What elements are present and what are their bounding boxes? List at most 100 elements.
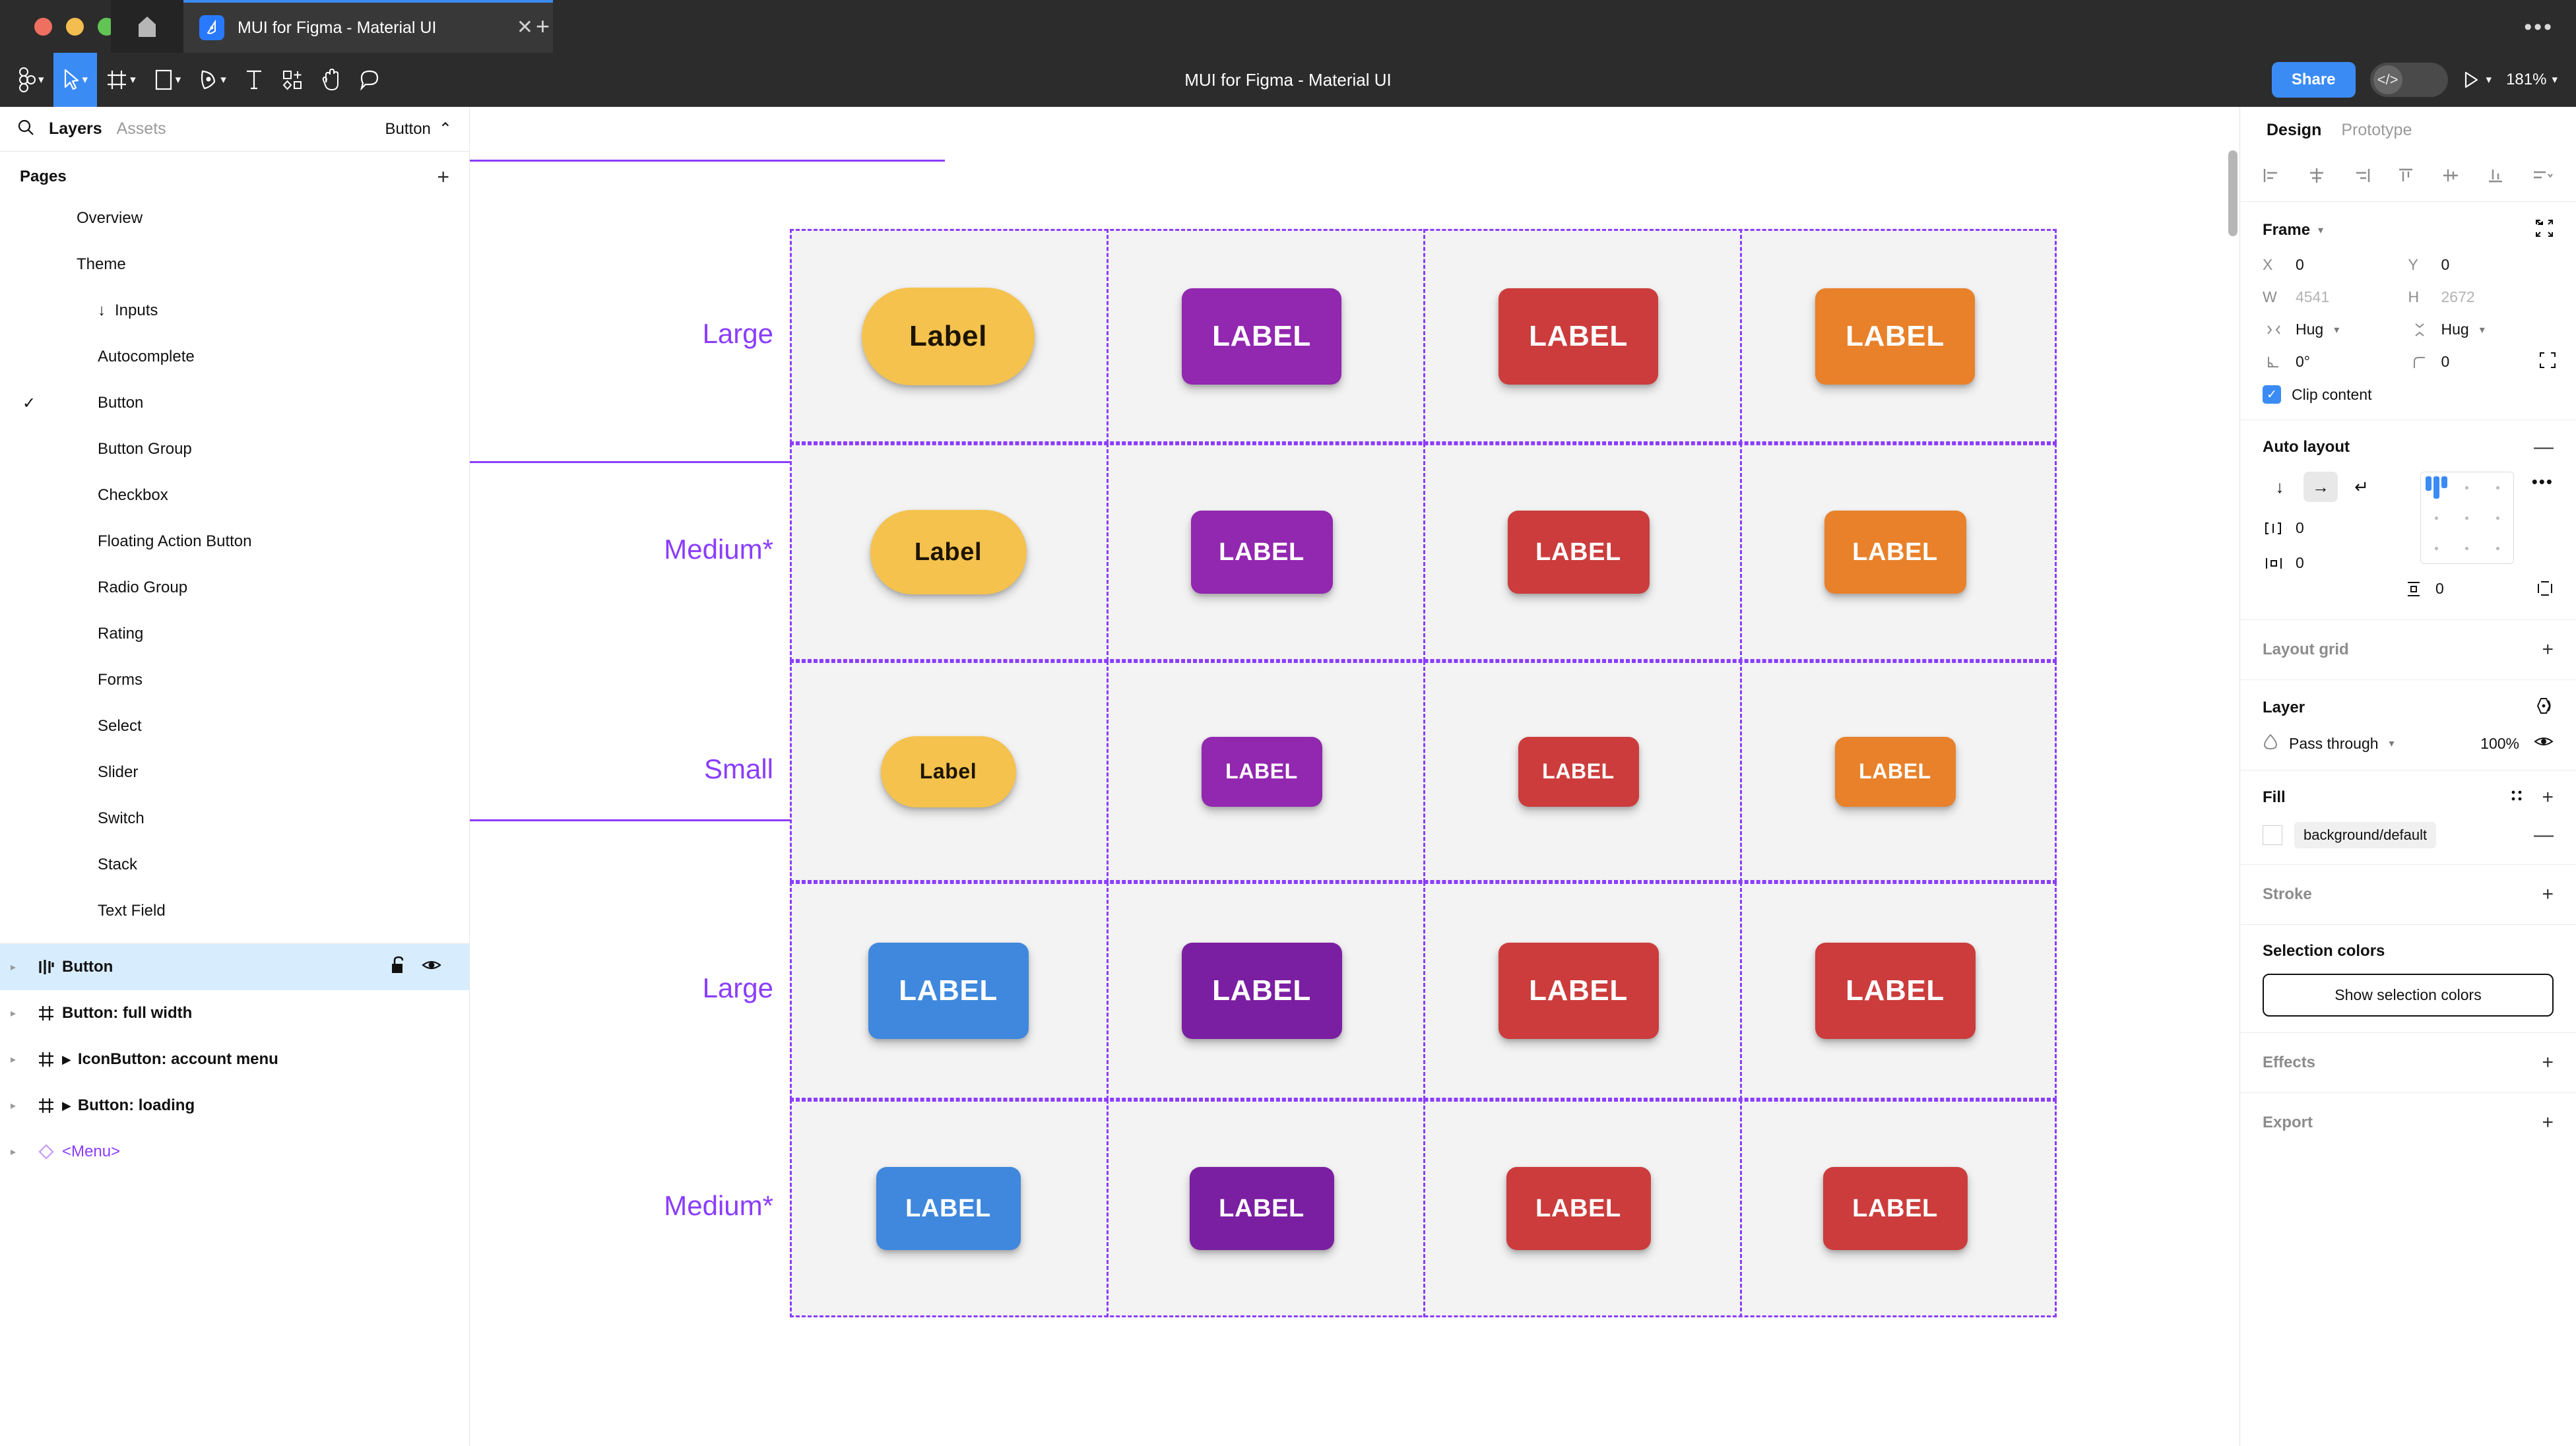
pen-tool-icon[interactable]: ▾ (190, 53, 236, 107)
tab-prototype[interactable]: Prototype (2341, 120, 2412, 139)
height-input[interactable]: 2672 (2441, 288, 2475, 305)
page-item-button-group[interactable]: Button Group (0, 426, 469, 472)
page-item-autocomplete[interactable]: Autocomplete (0, 334, 469, 380)
design-button[interactable]: LABEL (1190, 511, 1333, 594)
opacity-input[interactable]: 100% (2480, 734, 2519, 752)
design-button[interactable]: LABEL (1182, 288, 1341, 385)
alignment-grid[interactable] (2420, 472, 2514, 564)
layer-row[interactable]: ▸Button: full width (0, 990, 469, 1036)
design-button[interactable]: Label (880, 736, 1016, 807)
design-button[interactable]: LABEL (868, 943, 1029, 1039)
chevron-down-icon[interactable]: ▾ (2486, 73, 2492, 86)
design-button[interactable]: LABEL (876, 1167, 1021, 1250)
page-item-radio-group[interactable]: Radio Group (0, 565, 469, 611)
design-button[interactable]: LABEL (1815, 943, 1976, 1039)
page-selector[interactable]: Button ⌃ (385, 119, 453, 139)
align-top-icon[interactable] (2397, 167, 2415, 188)
chevron-down-icon[interactable]: ▾ (2318, 225, 2324, 236)
page-item-stack[interactable]: Stack (0, 842, 469, 888)
align-left-icon[interactable] (2263, 167, 2281, 188)
chevron-down-icon[interactable]: ▾ (2389, 738, 2395, 749)
page-item-forms[interactable]: Forms (0, 657, 469, 703)
layer-effects-icon[interactable] (2535, 697, 2554, 718)
tab-assets[interactable]: Assets (116, 119, 166, 138)
layout-direction-vertical-icon[interactable]: ↓ (2275, 476, 2284, 497)
x-input[interactable]: 0 (2296, 256, 2304, 273)
blend-mode-select[interactable]: Pass through (2289, 734, 2379, 752)
close-window-button[interactable] (34, 18, 52, 36)
design-button[interactable]: LABEL (1518, 736, 1639, 807)
layer-row[interactable]: ▸▶Button: loading (0, 1083, 469, 1129)
figma-menu-icon[interactable]: ▾ (0, 53, 53, 107)
expand-arrow-icon[interactable]: ▸ (11, 1147, 16, 1158)
design-button[interactable]: LABEL (1498, 288, 1658, 385)
distribute-menu-icon[interactable] (2531, 167, 2554, 188)
add-effect-button[interactable]: + (2542, 1052, 2554, 1073)
expand-arrow-icon[interactable]: ▸ (11, 962, 16, 973)
dev-mode-toggle[interactable]: </> (2369, 63, 2448, 97)
present-button[interactable]: ▾ (2463, 71, 2492, 89)
individual-padding-icon[interactable] (2536, 580, 2554, 601)
layer-row[interactable]: ▸Button (0, 944, 469, 990)
resize-to-fit-icon[interactable] (2535, 219, 2554, 241)
design-button[interactable]: Label (862, 287, 1035, 385)
expand-arrow-icon[interactable]: ▸ (11, 1100, 16, 1112)
expand-arrow-icon[interactable]: ▸ (11, 1054, 16, 1065)
zoom-control[interactable]: 181% ▾ (2506, 71, 2558, 89)
expand-caret-icon[interactable]: ▶ (62, 1098, 71, 1112)
text-tool-icon[interactable] (236, 53, 273, 107)
page-item-slider[interactable]: Slider (0, 749, 469, 796)
add-fill-button[interactable]: + (2542, 786, 2554, 808)
show-selection-colors-button[interactable]: Show selection colors (2263, 974, 2554, 1017)
share-button[interactable]: Share (2271, 62, 2356, 98)
design-button[interactable]: LABEL (1201, 736, 1322, 807)
design-button[interactable]: LABEL (1498, 943, 1659, 1039)
unlock-icon[interactable] (390, 956, 406, 979)
comment-tool-icon[interactable] (350, 53, 389, 107)
browser-tab[interactable]: MUI for Figma - Material UI ✕ (183, 0, 553, 53)
page-item-select[interactable]: Select (0, 703, 469, 749)
align-bottom-icon[interactable] (2486, 167, 2505, 188)
height-mode-select[interactable]: Hug (2441, 321, 2469, 338)
design-button[interactable]: LABEL (1181, 943, 1342, 1039)
clip-content-checkbox[interactable]: ✓ (2263, 385, 2281, 404)
page-item-inputs[interactable]: ↓Inputs (0, 288, 469, 334)
chevron-down-icon[interactable]: ▾ (2334, 324, 2340, 336)
tab-design[interactable]: Design (2267, 120, 2322, 139)
page-item-theme[interactable]: Theme (0, 241, 469, 288)
design-button[interactable]: LABEL (1834, 736, 1956, 807)
components-tool-icon[interactable] (273, 53, 312, 107)
width-mode-select[interactable]: Hug (2296, 321, 2324, 338)
tab-layers[interactable]: Layers (49, 119, 102, 138)
auto-layout-more-button[interactable]: ••• (2531, 472, 2554, 491)
hand-tool-icon[interactable] (312, 53, 350, 107)
expand-caret-icon[interactable]: ▶ (62, 1052, 71, 1066)
move-tool-icon[interactable]: ▾ (53, 53, 98, 107)
gap-input[interactable]: 0 (2296, 519, 2304, 536)
design-button[interactable]: LABEL (1507, 511, 1650, 594)
design-button[interactable]: LABEL (1815, 288, 1975, 385)
minimize-window-button[interactable] (66, 18, 84, 36)
collapse-arrow-icon[interactable]: ↓ (98, 301, 106, 319)
canvas-scrollbar[interactable] (2228, 150, 2238, 236)
design-button[interactable]: LABEL (1822, 1167, 1968, 1250)
fill-color-swatch[interactable] (2263, 825, 2282, 845)
page-item-switch[interactable]: Switch (0, 796, 469, 842)
horizontal-padding-input[interactable]: 0 (2296, 554, 2304, 571)
search-icon[interactable] (17, 119, 34, 139)
window-menu-button[interactable]: ••• (2524, 15, 2554, 40)
add-page-button[interactable]: + (437, 165, 449, 189)
layout-direction-horizontal-icon[interactable]: → (2303, 472, 2338, 502)
fill-style-name[interactable]: background/default (2294, 822, 2437, 848)
expand-arrow-icon[interactable]: ▸ (11, 1008, 16, 1019)
page-item-text-field[interactable]: Text Field (0, 888, 469, 934)
page-item-rating[interactable]: Rating (0, 611, 469, 657)
shape-tool-icon[interactable]: ▾ (145, 53, 191, 107)
corner-radius-input[interactable]: 0 (2441, 353, 2450, 370)
independent-corners-icon[interactable] (2539, 352, 2556, 373)
rotation-input[interactable]: 0° (2296, 353, 2310, 370)
close-tab-icon[interactable]: ✕ (516, 16, 533, 38)
add-stroke-button[interactable]: + (2542, 883, 2554, 905)
layer-row[interactable]: ▸<Menu> (0, 1129, 469, 1175)
align-right-icon[interactable] (2352, 167, 2371, 188)
